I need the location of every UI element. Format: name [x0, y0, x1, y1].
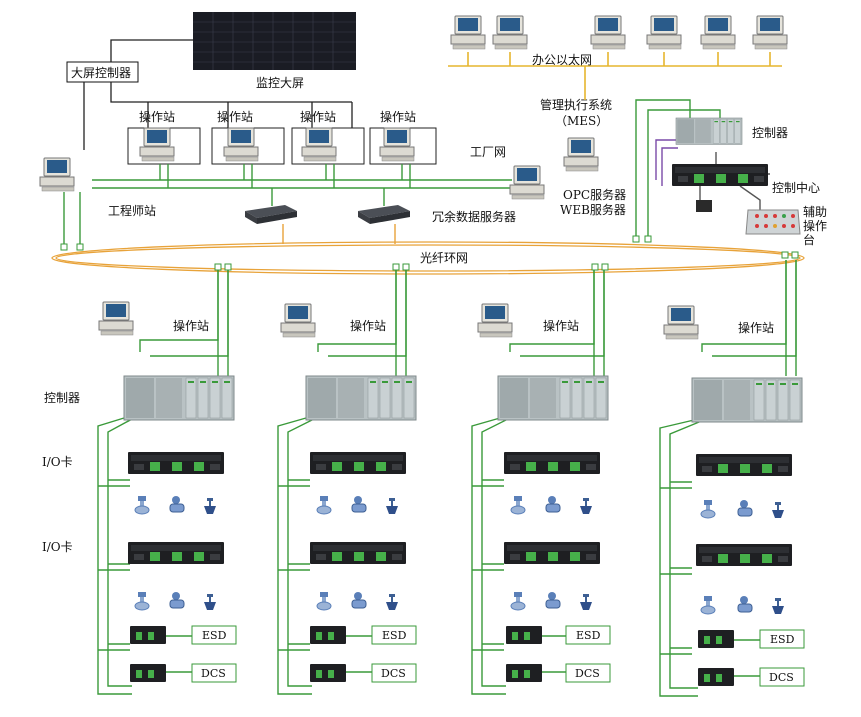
redundant-server-1 — [245, 205, 297, 224]
big-screen-controller-box — [66, 61, 139, 83]
office-pc-5 — [700, 15, 736, 50]
top-op-box-3 — [291, 127, 365, 165]
fiber-ring-label: 光纤环网 — [420, 251, 468, 265]
esd-label-2: ESD — [382, 629, 407, 642]
aux-label-line1: 辅助 — [803, 205, 827, 219]
top-op-box-2 — [211, 127, 285, 165]
control-center-small-box — [696, 200, 712, 212]
aux-console — [745, 209, 801, 235]
field-op-label-1: 操作站 — [173, 318, 209, 333]
screen-wiring — [83, 39, 353, 150]
dcs-label-2: DCS — [381, 667, 406, 680]
field-column-1 — [97, 270, 237, 695]
dcs-label-3: DCS — [575, 667, 600, 680]
office-pc-6 — [752, 15, 788, 50]
redundant-server-label: 冗余数据服务器 — [432, 209, 516, 224]
redundant-server-2 — [358, 205, 410, 224]
controller-left-label: 控制器 — [44, 391, 80, 405]
esd-label-1: ESD — [202, 629, 227, 642]
esd-label-4: ESD — [770, 633, 795, 646]
office-pc-3 — [590, 15, 626, 50]
control-center-io — [672, 164, 768, 186]
big-screen-controller-label: 大屏控制器 — [71, 66, 131, 80]
engineer-station-label: 工程师站 — [108, 203, 156, 218]
office-ethernet-line — [448, 52, 782, 100]
mes-label-line2: （MES） — [555, 114, 608, 128]
field-op-label-3: 操作站 — [543, 318, 579, 333]
field-column-2 — [277, 270, 417, 695]
server-orange-links — [282, 224, 396, 244]
fiber-ring — [51, 241, 805, 275]
aux-label-line2: 操作 — [803, 218, 827, 233]
dcs-label-4: DCS — [769, 671, 794, 684]
monitor-screen-label: 监控大屏 — [256, 76, 304, 90]
dcs-label-1: DCS — [201, 667, 226, 680]
field-column-3 — [471, 270, 611, 695]
controller-top-label: 控制器 — [752, 126, 788, 140]
office-ethernet-label: 办公以太网 — [532, 52, 592, 67]
io-card-label-1: I/O卡 — [42, 455, 73, 469]
esd-label-3: ESD — [576, 629, 601, 642]
opc-server-label: OPC服务器 — [563, 187, 626, 202]
mes-pc — [563, 137, 599, 172]
aux-label-line3: 台 — [803, 232, 815, 247]
opc-server-pc — [509, 165, 545, 200]
field-op-label-2: 操作站 — [350, 318, 386, 333]
office-pc-1 — [450, 15, 486, 50]
control-center-label: 控制中心 — [772, 180, 820, 195]
top-op-label-2: 操作站 — [217, 109, 253, 124]
field-op-label-4: 操作站 — [738, 320, 774, 335]
field-column-4 — [659, 260, 805, 697]
web-server-label: WEB服务器 — [560, 202, 626, 217]
io-card-label-2: I/O卡 — [42, 540, 73, 554]
engineer-station-pc — [39, 157, 75, 192]
control-center-wiring — [635, 99, 770, 240]
office-pc-4 — [646, 15, 682, 50]
office-pc-2 — [492, 15, 528, 50]
top-op-label-3: 操作站 — [300, 109, 336, 124]
top-op-box-1 — [127, 127, 201, 165]
mes-label-line1: 管理执行系统 — [540, 97, 612, 112]
top-op-box-4 — [369, 127, 437, 165]
factory-bus — [63, 164, 512, 248]
top-op-label-1: 操作站 — [139, 109, 175, 124]
monitor-screen — [193, 12, 356, 70]
monitor-screen-grid — [193, 12, 356, 70]
top-op-label-4: 操作站 — [380, 109, 416, 124]
top-controller-plc — [675, 117, 743, 145]
factory-net-label: 工厂网 — [470, 145, 506, 159]
